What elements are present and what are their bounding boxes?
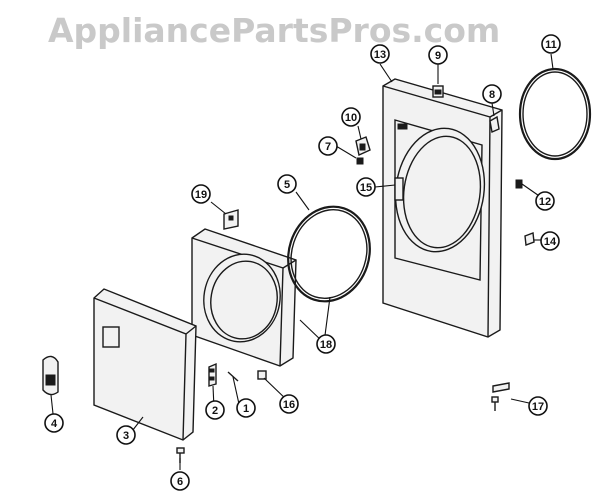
part-12-part	[515, 179, 523, 189]
door-ring-inner	[290, 209, 368, 299]
door-seal-ring-part	[518, 67, 592, 161]
svg-text:18: 18	[320, 339, 332, 351]
callout-9: 9	[428, 45, 448, 65]
svg-text:8: 8	[489, 89, 495, 101]
callout-18: 18	[316, 334, 336, 354]
callout-12: 12	[535, 191, 555, 211]
svg-text:7: 7	[325, 141, 331, 153]
door-handle-part	[42, 355, 59, 396]
callout-3: 3	[116, 425, 136, 445]
svg-text:6: 6	[177, 476, 183, 488]
part-10-latch	[355, 136, 371, 156]
part-1-screw	[227, 371, 239, 382]
svg-text:9: 9	[435, 50, 441, 62]
part-14-part	[524, 232, 535, 246]
callout-19: 19	[191, 184, 211, 204]
svg-text:10: 10	[345, 112, 357, 124]
callout-2: 2	[205, 400, 225, 420]
callout-10: 10	[341, 107, 361, 127]
svg-text:11: 11	[545, 39, 557, 51]
svg-text:17: 17	[532, 401, 544, 413]
part-19-bracket	[223, 209, 239, 230]
part-8-part	[489, 115, 500, 133]
callout-1: 1	[236, 398, 256, 418]
svg-text:1: 1	[243, 403, 249, 415]
svg-text:5: 5	[284, 179, 290, 191]
callout-11: 11	[541, 34, 561, 54]
part-2-hinge	[208, 362, 217, 387]
part-7-part	[356, 157, 364, 165]
callout-17: 17	[528, 396, 548, 416]
svg-text:3: 3	[123, 430, 129, 442]
door-ring-part	[287, 205, 371, 303]
svg-text:4: 4	[51, 418, 58, 430]
part-9-switch	[432, 85, 444, 98]
svg-text:19: 19	[195, 189, 207, 201]
svg-text:16: 16	[283, 399, 295, 411]
svg-text:2: 2	[212, 405, 218, 417]
svg-text:14: 14	[544, 236, 557, 248]
callout-5: 5	[277, 174, 297, 194]
callout-16: 16	[279, 394, 299, 414]
watermark: AppliancePartsPros.com	[48, 11, 500, 50]
svg-text:12: 12	[539, 196, 551, 208]
front-panel-part	[382, 78, 503, 338]
callout-15: 15	[356, 177, 376, 197]
callout-7: 7	[318, 136, 338, 156]
outer-door-panel-part	[93, 288, 197, 441]
callout-8: 8	[482, 84, 502, 104]
callout-13: 13	[370, 44, 390, 64]
callout-6: 6	[170, 471, 190, 491]
part-16-clip	[257, 370, 267, 380]
svg-text:13: 13	[374, 49, 386, 61]
inner-door-frame-part	[191, 228, 297, 367]
part-17-parts	[491, 382, 510, 411]
door-seal-ring-inner	[522, 71, 588, 157]
callout-4: 4	[44, 413, 64, 433]
svg-text:15: 15	[360, 182, 372, 194]
callout-14: 14	[540, 231, 560, 251]
